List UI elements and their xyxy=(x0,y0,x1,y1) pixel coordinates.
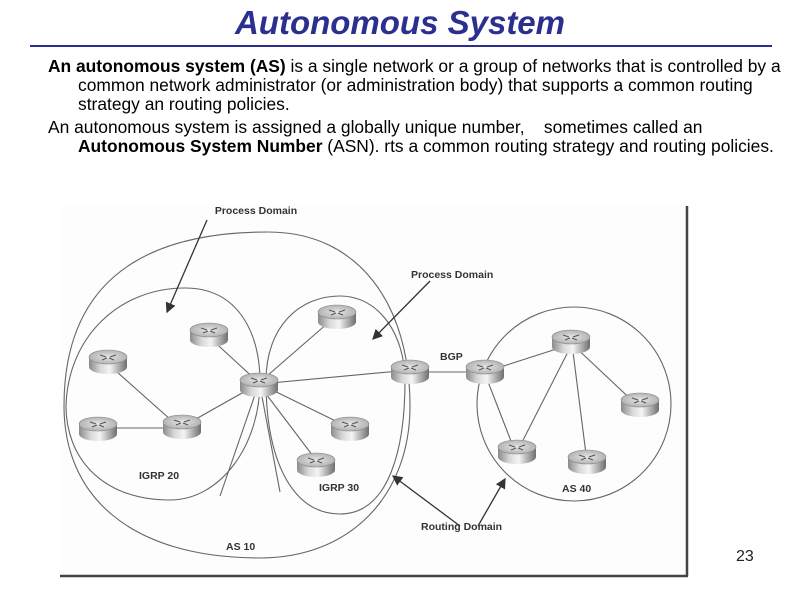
arrow-process-domain-right xyxy=(372,280,431,340)
label-igrp20: IGRP 20 xyxy=(139,470,179,482)
router-icon xyxy=(620,392,660,418)
boundary-igrp30 xyxy=(265,295,406,515)
link-r4-r9 xyxy=(259,385,317,461)
text-normal: An autonomous system is assigned a globa… xyxy=(48,117,708,137)
text-normal: (ASN). rts a common routing strategy and… xyxy=(322,136,774,156)
label-process-domain-top: Process Domain xyxy=(215,205,297,217)
boundary-as40 xyxy=(476,306,672,502)
paragraph-as-definition: An autonomous system (AS) is a single ne… xyxy=(48,57,798,114)
boundary-as10 xyxy=(63,231,411,559)
link-r13-r15 xyxy=(571,343,588,463)
network-diagram: Process Domain Process Domain BGP IGRP 2… xyxy=(60,196,692,582)
title-divider xyxy=(30,45,772,47)
link-r4-r6 xyxy=(259,369,411,385)
text-normal: is a single network or a group of networ… xyxy=(78,56,781,114)
figure-frame xyxy=(61,204,687,576)
link-r4-r10 xyxy=(259,385,281,493)
link-r13-r14 xyxy=(515,343,573,455)
router-icon xyxy=(162,414,202,440)
router-icon xyxy=(317,304,357,330)
router-icon xyxy=(78,416,118,442)
label-bgp: BGP xyxy=(440,351,463,363)
router-icon xyxy=(330,416,370,442)
label-igrp30: IGRP 30 xyxy=(319,482,359,494)
router-icon xyxy=(465,359,505,385)
label-process-domain-right: Process Domain xyxy=(411,269,493,281)
router-icon xyxy=(497,439,537,465)
router-icon xyxy=(567,449,607,475)
page-number: 23 xyxy=(736,548,754,565)
router-icon xyxy=(189,322,229,348)
arrow-routing-domain-right xyxy=(477,477,506,527)
arrow-routing-domain-left xyxy=(391,475,461,527)
router-icon xyxy=(390,359,430,385)
router-icon xyxy=(551,329,591,355)
router-icon xyxy=(296,452,336,478)
router-icon xyxy=(239,372,279,398)
link-r4-r7 xyxy=(259,315,337,383)
slide-title: Autonomous System xyxy=(234,4,566,41)
arrow-process-domain-top xyxy=(165,219,208,314)
text-bold: An autonomous system (AS) xyxy=(48,56,286,76)
label-routing-domain: Routing Domain xyxy=(421,521,502,533)
label-as10: AS 10 xyxy=(226,541,255,553)
label-as40: AS 40 xyxy=(562,483,591,495)
paragraph-asn: An autonomous system is assigned a globa… xyxy=(48,118,798,156)
router-icon xyxy=(88,349,128,375)
text-bold: Autonomous System Number xyxy=(78,136,323,156)
link-r4-r11 xyxy=(219,385,259,497)
